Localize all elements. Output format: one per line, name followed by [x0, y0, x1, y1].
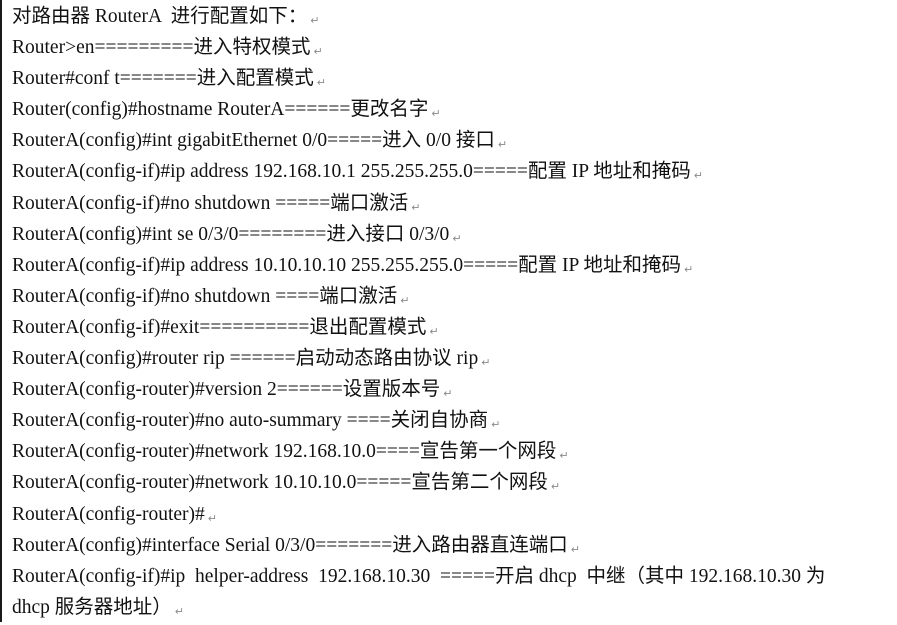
line-text: Router#conf t=======进入配置模式	[12, 68, 314, 90]
line-router-rip: RouterA(config)#router rip ======启动动态路由协…	[12, 343, 889, 374]
line-enable: Router>en=========进入特权模式↵	[12, 32, 889, 63]
paragraph-mark-icon: ↵	[497, 138, 508, 152]
line-text: RouterA(config-if)#no shutdown ====端口激活	[12, 285, 398, 307]
paragraph-mark-icon: ↵	[310, 14, 320, 27]
line-network-1: RouterA(config-router)#network 192.168.1…	[12, 436, 889, 467]
line-text: RouterA(config-router)#network 192.168.1…	[12, 441, 557, 463]
paragraph-mark-icon: ↵	[429, 324, 439, 338]
paragraph-mark-icon: ↵	[207, 511, 217, 525]
line-text: RouterA(config)#router rip ======启动动态路由协…	[12, 348, 479, 370]
line-intro: 对路由器 RouterA 进行配置如下：↵	[12, 1, 889, 32]
line-ip-address-2: RouterA(config-if)#ip address 10.10.10.1…	[12, 250, 889, 281]
line-text: RouterA(config)#int gigabitEthernet 0/0=…	[12, 130, 495, 152]
paragraph-mark-icon: ↵	[431, 107, 441, 121]
line-text: dhcp 服务器地址）	[12, 596, 172, 618]
paragraph-mark-icon: ↵	[411, 200, 421, 214]
line-int-gig: RouterA(config)#int gigabitEthernet 0/0=…	[12, 125, 889, 156]
line-text: RouterA(config-if)#ip address 10.10.10.1…	[12, 254, 681, 276]
line-network-2: RouterA(config-router)#network 10.10.10.…	[12, 467, 889, 498]
line-text: RouterA(config-router)#	[12, 503, 205, 525]
line-text: RouterA(config-router)#version 2======设置…	[12, 379, 441, 401]
paragraph-mark-icon: ↵	[550, 480, 561, 494]
line-text: RouterA(config-router)#no auto-summary =…	[12, 410, 489, 432]
line-int-se: RouterA(config)#int se 0/3/0========进入接口…	[12, 219, 889, 250]
line-conf-t: Router#conf t=======进入配置模式↵	[12, 63, 889, 94]
line-text: RouterA(config)#int se 0/3/0========进入接口…	[12, 223, 450, 245]
line-no-shutdown-2: RouterA(config-if)#no shutdown ====端口激活↵	[12, 281, 889, 312]
line-ip-address-1: RouterA(config-if)#ip address 192.168.10…	[12, 156, 889, 187]
paragraph-mark-icon: ↵	[452, 231, 462, 245]
paragraph-mark-icon: ↵	[559, 449, 569, 463]
line-text: RouterA(config-if)#ip helper-address 192…	[12, 565, 826, 587]
line-text: RouterA(config-if)#exit==========退出配置模式	[12, 316, 427, 338]
line-helper-address-cont: dhcp 服务器地址）↵	[12, 592, 889, 623]
paragraph-mark-icon: ↵	[570, 542, 580, 556]
line-version: RouterA(config-router)#version 2======设置…	[12, 374, 889, 405]
document-body: 对路由器 RouterA 进行配置如下：↵ Router>en=========…	[12, 1, 889, 623]
paragraph-mark-icon: ↵	[684, 262, 694, 276]
line-text: RouterA(config-if)#no shutdown =====端口激活	[12, 192, 409, 214]
paragraph-mark-icon: ↵	[174, 604, 184, 618]
line-text: Router(config)#hostname RouterA======更改名…	[12, 99, 429, 121]
paragraph-mark-icon: ↵	[693, 169, 703, 183]
line-interface-serial: RouterA(config)#interface Serial 0/3/0==…	[12, 530, 889, 561]
line-text: Router>en=========进入特权模式	[12, 37, 311, 59]
line-no-shutdown-1: RouterA(config-if)#no shutdown =====端口激活…	[12, 188, 889, 219]
line-helper-address: RouterA(config-if)#ip helper-address 192…	[12, 561, 889, 592]
line-hostname: Router(config)#hostname RouterA======更改名…	[12, 94, 889, 125]
line-no-auto-summary: RouterA(config-router)#no auto-summary =…	[12, 405, 889, 436]
line-text: RouterA(config-if)#ip address 192.168.10…	[12, 161, 691, 183]
paragraph-mark-icon: ↵	[400, 293, 410, 307]
paragraph-mark-icon: ↵	[316, 76, 326, 90]
line-text: RouterA(config)#interface Serial 0/3/0==…	[12, 534, 568, 556]
paragraph-mark-icon: ↵	[481, 356, 491, 370]
paragraph-mark-icon: ↵	[313, 45, 323, 59]
paragraph-mark-icon: ↵	[491, 418, 501, 432]
line-text: RouterA(config-router)#network 10.10.10.…	[12, 472, 548, 494]
line-exit: RouterA(config-if)#exit==========退出配置模式↵	[12, 312, 889, 343]
line-text: 对路由器 RouterA 进行配置如下：	[12, 6, 308, 27]
line-router-prompt: RouterA(config-router)#↵	[12, 499, 889, 530]
paragraph-mark-icon: ↵	[443, 387, 453, 401]
